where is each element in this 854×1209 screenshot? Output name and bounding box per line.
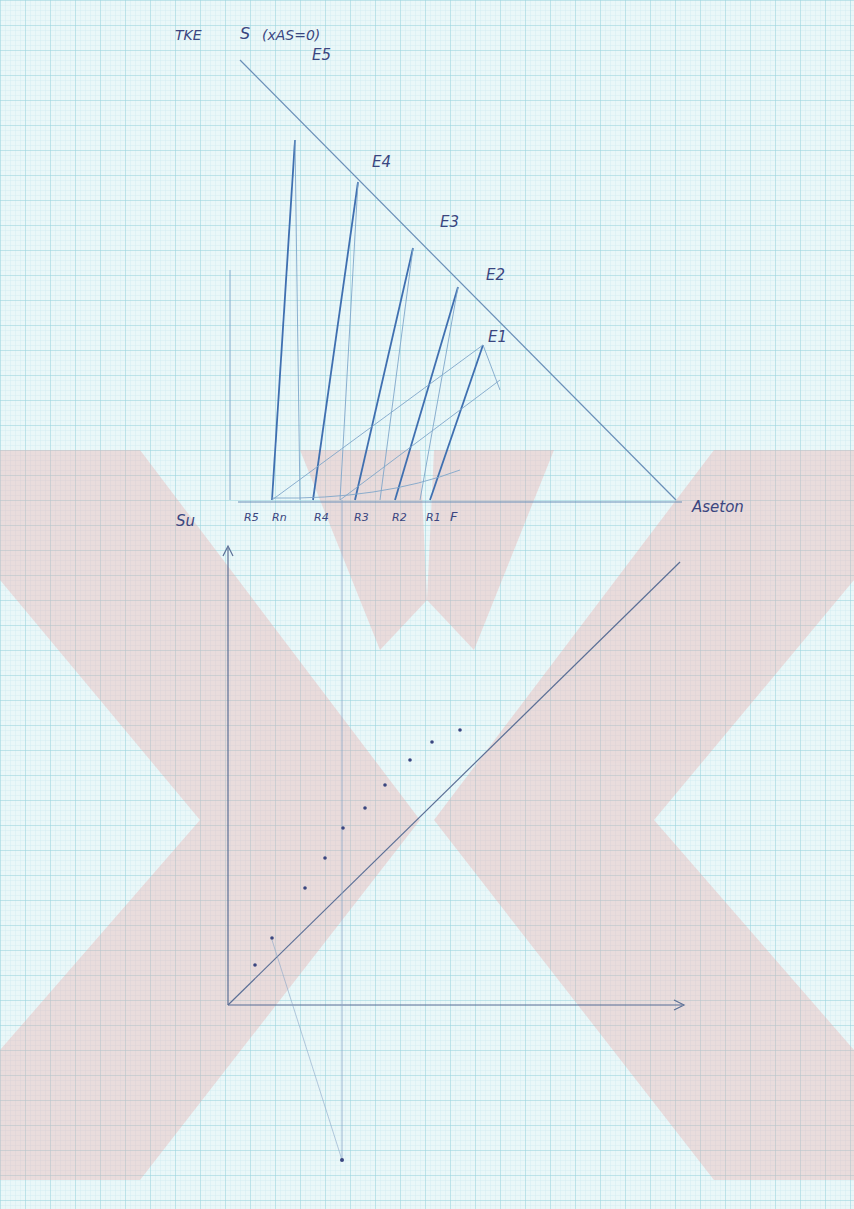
extract-label: E2: [486, 268, 505, 283]
extract-label: E1: [488, 330, 507, 345]
corner-label: Su: [176, 514, 195, 529]
raffinate-label: R1: [426, 512, 441, 523]
raffinate-label: R3: [354, 512, 369, 523]
raffinate-label: R2: [392, 512, 407, 523]
extract-label: E5: [312, 48, 331, 63]
equilibrium-points: [253, 728, 462, 1162]
raffinate-label: Rn: [272, 512, 287, 523]
construction-lines: [230, 140, 500, 500]
extract-label: E4: [372, 155, 391, 170]
watermark: [0, 450, 854, 1180]
corner-label: TKE: [175, 28, 202, 42]
raffinate-label: R5: [244, 512, 259, 523]
extract-label: E3: [440, 215, 459, 230]
phase-triangle: [238, 60, 682, 502]
tie-lines: [272, 140, 483, 500]
condition-label: (xAS=0): [262, 28, 320, 42]
feed-label: F: [450, 510, 457, 523]
raffinate-label: R4: [314, 512, 329, 523]
distribution-plot: [223, 500, 684, 1160]
corner-label: S: [240, 26, 250, 42]
corner-label: Aseton: [692, 500, 744, 515]
